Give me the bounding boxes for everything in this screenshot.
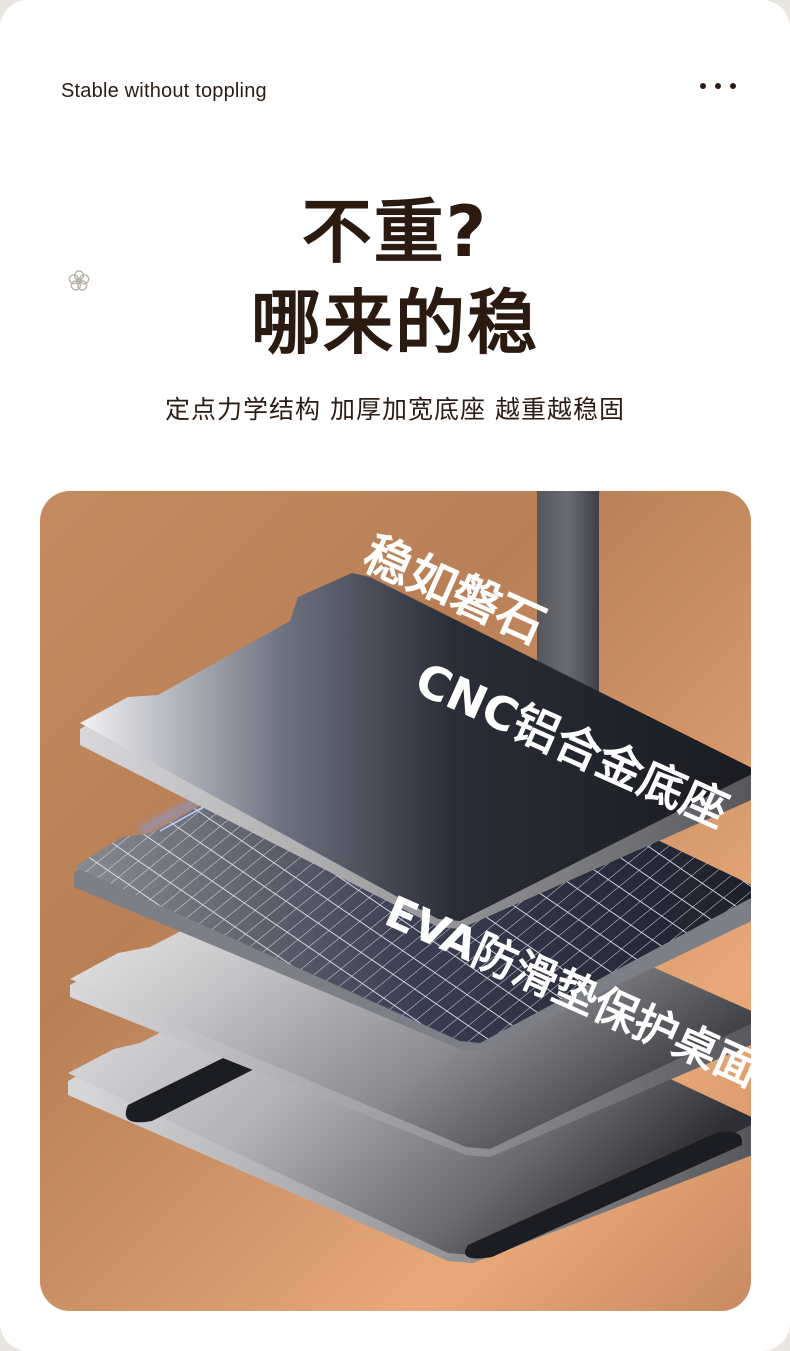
- dot: [700, 83, 706, 89]
- headline-line-1: 不重?: [301, 191, 489, 273]
- stand-pole: [537, 491, 599, 696]
- headline-line-2: 哪来的稳: [251, 282, 539, 364]
- english-subtitle: Stable without toppling: [61, 80, 267, 102]
- base-layers-illustration: 稳如磐石 CNC铝合金底座 EVA防滑垫保护桌面: [68, 491, 751, 1263]
- more-dots-icon[interactable]: [700, 76, 736, 96]
- tagline: 定点力学结构 加厚加宽底座 越重越稳固: [165, 395, 625, 424]
- cnc-aluminium-plate: [80, 573, 751, 929]
- dot: [730, 83, 736, 89]
- flower-icon: [68, 270, 90, 291]
- dot: [715, 83, 721, 89]
- product-exploded-view: 稳如磐石 CNC铝合金底座 EVA防滑垫保护桌面: [40, 491, 751, 1311]
